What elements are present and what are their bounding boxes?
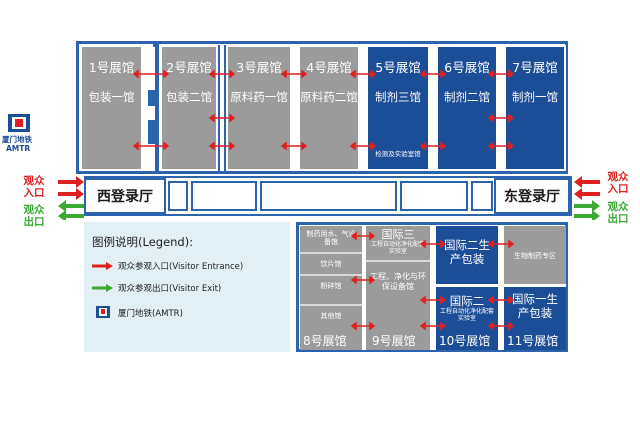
left-entrance-label: 观众 入口: [23, 175, 45, 199]
right-exit-label: 观众 出口: [607, 201, 629, 225]
hall-9-divider: [366, 260, 430, 262]
corridor-divider: [218, 45, 226, 171]
legend-entrance-arrow-icon: [92, 262, 113, 270]
hall-10-bottom-small: 工程自动化净化配套实验室: [440, 308, 495, 322]
corridor-cell: [400, 181, 468, 211]
hall-7-sub: 制剂一馆: [512, 90, 558, 104]
hall-3[interactable]: 3号展馆 原料药一馆: [226, 45, 292, 171]
corridor-cell: [168, 181, 188, 211]
legend-metro-label: 厦门地铁(AMTR): [118, 309, 183, 319]
arrow-icon: [350, 231, 515, 331]
hall-3-sub: 原料药一馆: [230, 90, 288, 104]
hall-5[interactable]: 5号展馆 制剂三馆 检测及实验室馆: [366, 45, 430, 171]
hall-10[interactable]: 国际二生产包装 国际二 工程自动化净化配套实验室 10号展馆: [436, 226, 498, 350]
hall-11-title: 11号展馆: [507, 334, 559, 348]
hall-8-zone: 其他馆: [320, 312, 342, 320]
entrance-arrow-icon: [574, 176, 600, 200]
corridor-divider: [362, 226, 366, 350]
corridor-divider: [498, 226, 504, 350]
hall-5-lab: 检测及实验室馆: [375, 150, 421, 158]
east-lobby[interactable]: 东登录厅: [494, 178, 570, 214]
hall-9-top: 国际三: [381, 228, 415, 241]
exit-arrow-icon: [58, 200, 84, 220]
hall-8[interactable]: 制药用水、气设备馆 饮片馆 粉碎馆 其他馆 8号展馆: [300, 226, 362, 350]
metro-logo: 厦门地铁 AMTR: [2, 114, 38, 154]
legend-metro-icon: [96, 306, 110, 318]
hall-2[interactable]: 2号展馆 包装二馆: [160, 45, 218, 171]
hall-4[interactable]: 4号展馆 原料药二馆: [298, 45, 360, 171]
metro-logo-sub: AMTR: [6, 144, 31, 153]
hall-11-divider: [504, 284, 566, 287]
hall-5-title: 5号展馆: [375, 60, 421, 75]
legend-entrance-label: 观众参观入口(Visitor Entrance): [118, 262, 244, 272]
hall-8-zone: 制药用水、气设备馆: [306, 230, 356, 246]
right-arrows: [574, 176, 600, 220]
corridor-cell: [471, 181, 493, 211]
corridor-divider: [430, 226, 436, 350]
corridor-cell: [191, 181, 257, 211]
corridor-divider: [148, 120, 156, 144]
halls-2-7-frame: [156, 41, 568, 174]
left-exit-label: 观众 出口: [23, 204, 45, 228]
hall-8-title: 8号展馆: [303, 334, 347, 348]
hall-9-title: 9号展馆: [372, 334, 416, 348]
metro-logo-icon: [8, 114, 30, 132]
hall-8-divider: [300, 252, 362, 254]
hall-2-title: 2号展馆: [166, 60, 212, 75]
legend-panel: [84, 222, 290, 352]
hall-8-zone: 饮片馆: [320, 260, 342, 268]
hall-7[interactable]: 7号展馆 制剂一馆: [504, 45, 566, 171]
left-arrows: [58, 176, 84, 220]
legend-exit-arrow-icon: [92, 284, 113, 292]
hall-4-title: 4号展馆: [306, 60, 352, 75]
hall-11[interactable]: 生物制药专区 国际一生产包装 11号展馆: [504, 226, 566, 350]
hall-6[interactable]: 6号展馆 制剂二馆: [436, 45, 498, 171]
corridor-cell: [260, 181, 397, 211]
hall-2-sub: 包装二馆: [166, 90, 212, 104]
hall-3-title: 3号展馆: [236, 60, 282, 75]
corridor-divider: [430, 45, 436, 171]
hall-4-sub: 原料药二馆: [300, 90, 358, 104]
corridor-divider: [292, 45, 298, 171]
corridor-divider: [148, 90, 156, 106]
hall-8-zone: 粉碎馆: [320, 282, 342, 290]
hall-9-sub: 工程、净化与环保设备馆: [370, 272, 426, 291]
legend-title: 图例说明(Legend):: [92, 235, 194, 249]
hall-10-divider: [436, 284, 498, 287]
hall-6-sub: 制剂二馆: [444, 90, 490, 104]
arrow-icon: [132, 69, 515, 151]
metro-logo-text: 厦门地铁: [2, 135, 32, 144]
hall-11-bottom: 国际一生产包装: [512, 292, 558, 320]
hall-9[interactable]: 国际三 工程自动化净化配套实验室 工程、净化与环保设备馆 9号展馆: [366, 226, 430, 350]
hall-10-title: 10号展馆: [439, 334, 491, 348]
legend-exit-label: 观众参观出口(Visitor Exit): [118, 284, 222, 294]
hall-6-title: 6号展馆: [444, 60, 490, 75]
hall-5-sub: 制剂三馆: [375, 90, 421, 104]
hall-8-divider: [300, 274, 362, 276]
hall-9-top-small: 工程自动化净化配套实验室: [370, 241, 425, 255]
exit-arrow-icon: [574, 200, 600, 220]
entrance-arrow-icon: [58, 176, 84, 200]
corridor-divider: [360, 45, 366, 171]
hall-10-bottom: 国际二: [449, 294, 485, 308]
right-entrance-label: 观众 入口: [607, 171, 629, 195]
halls-8-11-frame: [296, 222, 568, 352]
hall-7-title: 7号展馆: [512, 60, 558, 75]
hall-1-title: 1号展馆: [88, 60, 135, 75]
hall-11-top-zone: [504, 226, 566, 284]
hall-1-sub: 包装一馆: [88, 90, 135, 104]
hall-10-top: 国际二生产包装: [444, 238, 490, 266]
corridor-frame: [84, 176, 572, 216]
hall-8-divider: [300, 304, 362, 306]
corridor-divider: [145, 47, 155, 171]
hall-1[interactable]: 1号展馆 包装一馆: [80, 45, 143, 171]
hall-11-top: 生物制药专区: [514, 252, 556, 260]
corridor-divider: [498, 45, 504, 171]
